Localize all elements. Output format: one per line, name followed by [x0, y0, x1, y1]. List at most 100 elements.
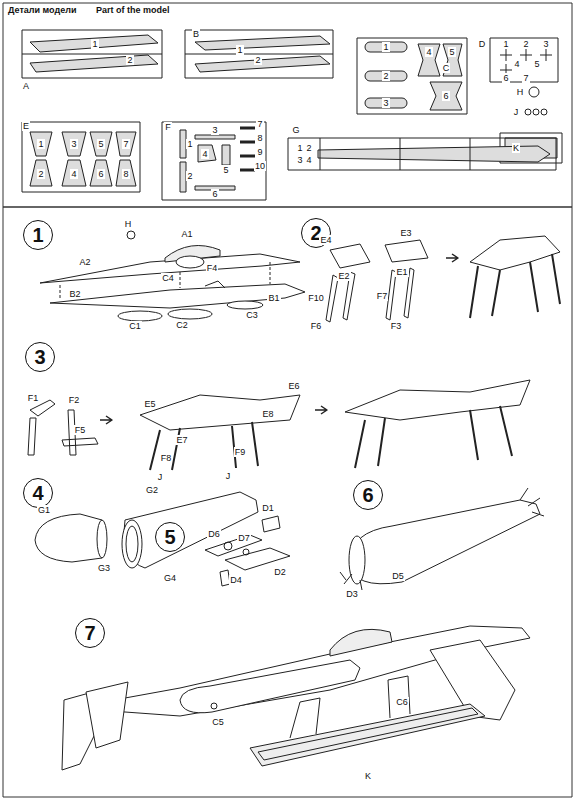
step-number: 5 — [155, 522, 185, 552]
part-label: 3 — [382, 98, 389, 108]
sheet-heading: Part of the model — [95, 5, 171, 15]
part-label: E8 — [261, 409, 274, 419]
part-label: E1 — [395, 267, 408, 277]
part-label: 3 — [542, 39, 549, 49]
part-label: C — [442, 63, 451, 73]
step-number: 3 — [25, 342, 55, 372]
part-label: B — [192, 29, 200, 39]
part-label: 6 — [442, 91, 449, 101]
part-label: G2 — [145, 485, 159, 495]
part-label: E6 — [287, 381, 300, 391]
step-number-text: 3 — [34, 347, 45, 367]
part-label: 8 — [122, 169, 129, 179]
part-label: G1 — [37, 505, 51, 515]
part-label: A2 — [78, 257, 91, 267]
part-label: 5 — [97, 139, 104, 149]
part-label: F2 — [68, 395, 81, 405]
part-label: H — [516, 87, 525, 97]
part-label: E3 — [399, 228, 412, 238]
part-label: F — [164, 122, 172, 132]
part-label: G — [291, 125, 300, 135]
part-label: F8 — [160, 453, 173, 463]
part-label: 2 — [305, 143, 312, 153]
step-number: 6 — [353, 480, 383, 510]
part-label: 4 — [513, 59, 520, 69]
part-label: D5 — [391, 571, 405, 581]
part-label: C2 — [175, 320, 189, 330]
part-label: 3 — [296, 155, 303, 165]
part-label: G4 — [163, 573, 177, 583]
part-label: 10 — [254, 161, 266, 171]
part-label: C4 — [161, 273, 175, 283]
part-label: D1 — [261, 503, 275, 513]
part-label: 7 — [256, 119, 263, 129]
part-label: 4 — [70, 169, 77, 179]
part-label: C5 — [211, 717, 225, 727]
part-label: A — [22, 81, 30, 91]
part-label: 8 — [256, 133, 263, 143]
part-label: D4 — [229, 575, 243, 585]
part-label: 5 — [533, 59, 540, 69]
part-label: F4 — [206, 263, 219, 273]
part-label: 6 — [502, 73, 509, 83]
step-number-text: 7 — [84, 623, 95, 643]
sheet-heading: Детали модели — [7, 5, 77, 15]
part-label: E4 — [319, 235, 332, 245]
part-label: 7 — [122, 139, 129, 149]
step-number: 7 — [75, 618, 105, 648]
part-label: F3 — [390, 321, 403, 331]
part-label: 1 — [91, 39, 98, 49]
part-label: 1 — [236, 45, 243, 55]
step-number: 1 — [23, 220, 53, 250]
part-label: 7 — [522, 73, 529, 83]
part-label: 1 — [186, 139, 193, 149]
part-label: H — [124, 219, 133, 229]
part-label: D3 — [345, 589, 359, 599]
part-label: G3 — [97, 563, 111, 573]
part-label: 2 — [522, 39, 529, 49]
step-number-text: 6 — [362, 485, 373, 505]
part-label: 1 — [296, 143, 303, 153]
part-label: F10 — [307, 293, 325, 303]
part-label: 9 — [256, 147, 263, 157]
part-label: D2 — [273, 567, 287, 577]
part-label: D — [478, 39, 487, 49]
part-label: 4 — [201, 149, 208, 159]
part-label: K — [512, 143, 520, 153]
part-label: E7 — [175, 435, 188, 445]
part-label: 2 — [382, 71, 389, 81]
part-label: 5 — [222, 165, 229, 175]
part-label: K — [364, 771, 372, 781]
part-label: J — [513, 107, 520, 117]
part-label: 2 — [254, 55, 261, 65]
part-label: D7 — [237, 533, 251, 543]
part-label: F9 — [234, 447, 247, 457]
part-label: F5 — [74, 425, 87, 435]
part-label: C1 — [128, 321, 142, 331]
part-label: 2 — [126, 55, 133, 65]
part-label: D6 — [207, 529, 221, 539]
part-label: B2 — [68, 289, 81, 299]
part-label: 2 — [37, 169, 44, 179]
part-label: 1 — [382, 42, 389, 52]
part-label: 4 — [425, 47, 432, 57]
part-label: E5 — [143, 399, 156, 409]
part-label: E — [22, 121, 30, 131]
part-label: E2 — [337, 271, 350, 281]
step-number-text: 1 — [32, 225, 43, 245]
part-label: 2 — [186, 171, 193, 181]
part-label: F6 — [310, 321, 323, 331]
part-label: A1 — [180, 229, 193, 239]
part-label: 3 — [211, 125, 218, 135]
part-label: F7 — [376, 291, 389, 301]
part-label: C6 — [395, 697, 409, 707]
step-number-text: 5 — [164, 527, 175, 547]
part-label: 6 — [211, 189, 218, 199]
part-label: F1 — [27, 393, 40, 403]
step-number-text: 4 — [32, 483, 43, 503]
part-label: 4 — [305, 155, 312, 165]
part-label: 6 — [97, 169, 104, 179]
part-label: J — [157, 472, 164, 482]
